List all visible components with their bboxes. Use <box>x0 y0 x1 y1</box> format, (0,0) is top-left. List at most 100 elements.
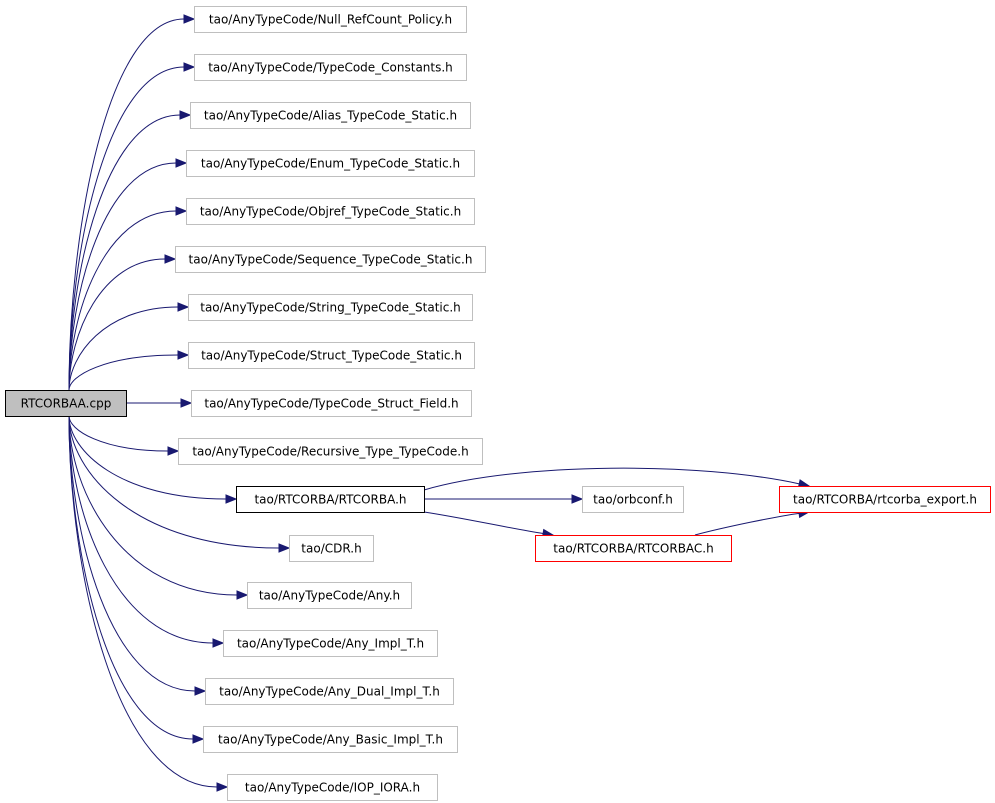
edge-arrowhead <box>278 543 291 553</box>
node-label: tao/AnyTypeCode/Objref_TypeCode_Static.h <box>200 205 461 219</box>
edge-arrowhead <box>177 302 190 312</box>
edge-n14-to-n13 <box>694 508 811 536</box>
node-label: tao/AnyTypeCode/Any.h <box>259 589 400 603</box>
node-box <box>188 342 475 369</box>
include-file-node[interactable]: tao/RTCORBA/RTCORBA.h <box>236 486 425 513</box>
node-label: tao/RTCORBA/rtcorba_export.h <box>793 493 977 507</box>
node-label: tao/RTCORBA/RTCORBA.h <box>254 493 406 507</box>
edge-line <box>68 258 166 391</box>
include-file-node[interactable]: tao/AnyTypeCode/IOP_IORA.h <box>227 774 438 801</box>
edge-root-to-n18 <box>68 415 207 696</box>
node-box <box>535 535 732 562</box>
edge-line <box>68 415 238 596</box>
node-box <box>175 246 486 273</box>
edge-line <box>68 415 169 452</box>
node-label: tao/AnyTypeCode/Any_Impl_T.h <box>237 637 424 651</box>
edge-line <box>68 66 185 391</box>
include-file-node[interactable]: tao/RTCORBA/rtcorba_export.h <box>779 486 991 513</box>
edge-root-to-n17 <box>68 415 225 648</box>
edge-arrowhead <box>175 158 188 168</box>
node-box <box>188 294 473 321</box>
edge-arrowhead <box>175 206 188 216</box>
node-box <box>236 486 425 513</box>
node-box <box>194 6 467 33</box>
node-box <box>289 535 374 562</box>
include-file-node[interactable]: tao/AnyTypeCode/String_TypeCode_Static.h <box>188 294 473 321</box>
edge-arrowhead <box>179 110 192 120</box>
edge-line <box>68 162 177 391</box>
edge-root-to-n9 <box>126 398 193 408</box>
edge-root-to-n4 <box>68 158 188 391</box>
include-file-node[interactable]: tao/orbconf.h <box>582 486 684 513</box>
edge-line <box>68 354 179 391</box>
edge-root-to-n5 <box>68 206 188 391</box>
node-label: tao/AnyTypeCode/Any_Basic_Impl_T.h <box>218 733 443 747</box>
node-box <box>191 390 472 417</box>
include-file-node[interactable]: tao/AnyTypeCode/Sequence_TypeCode_Static… <box>175 246 486 273</box>
edge-arrowhead <box>167 446 180 456</box>
include-file-node[interactable]: tao/AnyTypeCode/Any_Dual_Impl_T.h <box>205 678 454 705</box>
edge-root-to-n16 <box>68 415 249 600</box>
include-file-node[interactable]: tao/AnyTypeCode/Any_Impl_T.h <box>223 630 438 657</box>
node-box <box>205 678 454 705</box>
edge-root-to-n3 <box>68 110 192 391</box>
edge-arrowhead <box>183 14 196 24</box>
edge-arrowhead <box>180 398 193 408</box>
include-file-node[interactable]: tao/AnyTypeCode/Enum_TypeCode_Static.h <box>186 150 475 177</box>
node-box <box>203 726 458 753</box>
edge-line <box>68 114 181 391</box>
edge-root-to-n7 <box>68 302 190 391</box>
node-box <box>190 102 471 129</box>
include-file-node[interactable]: tao/RTCORBA/RTCORBAC.h <box>535 535 732 562</box>
node-box <box>247 582 412 609</box>
node-label: tao/AnyTypeCode/TypeCode_Struct_Field.h <box>204 397 458 411</box>
include-file-node[interactable]: tao/AnyTypeCode/Recursive_Type_TypeCode.… <box>178 438 483 465</box>
nodes-layer: RTCORBAA.cpp tao/AnyTypeCode/Null_RefCoun… <box>5 6 991 801</box>
edge-arrowhead <box>571 494 584 504</box>
edge-arrowhead <box>216 782 229 792</box>
node-box <box>223 630 438 657</box>
include-file-node[interactable]: tao/AnyTypeCode/Alias_TypeCode_Static.h <box>190 102 471 129</box>
edge-arrowhead <box>236 590 249 600</box>
node-label: RTCORBAA.cpp <box>21 397 112 411</box>
edge-arrowhead <box>192 734 205 744</box>
node-label: tao/AnyTypeCode/Recursive_Type_TypeCode.… <box>192 445 468 459</box>
include-file-node[interactable]: tao/AnyTypeCode/Struct_TypeCode_Static.h <box>188 342 475 369</box>
edge-root-to-n2 <box>68 62 196 391</box>
edges-layer <box>68 14 811 792</box>
edge-line <box>68 415 227 500</box>
edge-root-to-n8 <box>68 350 190 391</box>
edge-root-to-n1 <box>68 14 196 391</box>
node-box <box>194 54 467 81</box>
node-label: tao/AnyTypeCode/IOP_IORA.h <box>245 781 420 795</box>
edge-arrowhead <box>177 350 190 360</box>
include-file-node[interactable]: tao/AnyTypeCode/Objref_TypeCode_Static.h <box>186 198 475 225</box>
include-file-node[interactable]: tao/AnyTypeCode/TypeCode_Struct_Field.h <box>191 390 472 417</box>
edge-line <box>694 512 800 536</box>
edge-n11-to-n12 <box>424 494 584 504</box>
include-file-node[interactable]: tao/AnyTypeCode/Any.h <box>247 582 412 609</box>
node-label: tao/AnyTypeCode/String_TypeCode_Static.h <box>200 301 461 315</box>
edge-arrowhead <box>194 686 207 696</box>
include-file-node[interactable]: tao/AnyTypeCode/Null_RefCount_Policy.h <box>194 6 467 33</box>
edge-arrowhead <box>212 638 225 648</box>
include-file-node[interactable]: tao/CDR.h <box>289 535 374 562</box>
edge-line <box>68 18 185 391</box>
node-label: tao/AnyTypeCode/Null_RefCount_Policy.h <box>209 13 452 27</box>
edge-root-to-n10 <box>68 415 180 456</box>
edge-line <box>68 415 214 644</box>
node-box <box>186 198 475 225</box>
node-label: tao/RTCORBA/RTCORBAC.h <box>553 542 713 556</box>
edge-root-to-n20 <box>68 415 229 792</box>
node-label: tao/orbconf.h <box>593 493 673 507</box>
node-box <box>186 150 475 177</box>
edge-line <box>68 415 196 692</box>
node-label: tao/AnyTypeCode/Any_Dual_Impl_T.h <box>219 685 440 699</box>
edge-line <box>68 306 179 391</box>
include-file-node[interactable]: tao/AnyTypeCode/TypeCode_Constants.h <box>194 54 467 81</box>
edge-line <box>423 467 800 491</box>
include-file-node[interactable]: tao/AnyTypeCode/Any_Basic_Impl_T.h <box>203 726 458 753</box>
node-label: tao/AnyTypeCode/Struct_TypeCode_Static.h <box>201 349 462 363</box>
edge-line <box>68 415 280 549</box>
